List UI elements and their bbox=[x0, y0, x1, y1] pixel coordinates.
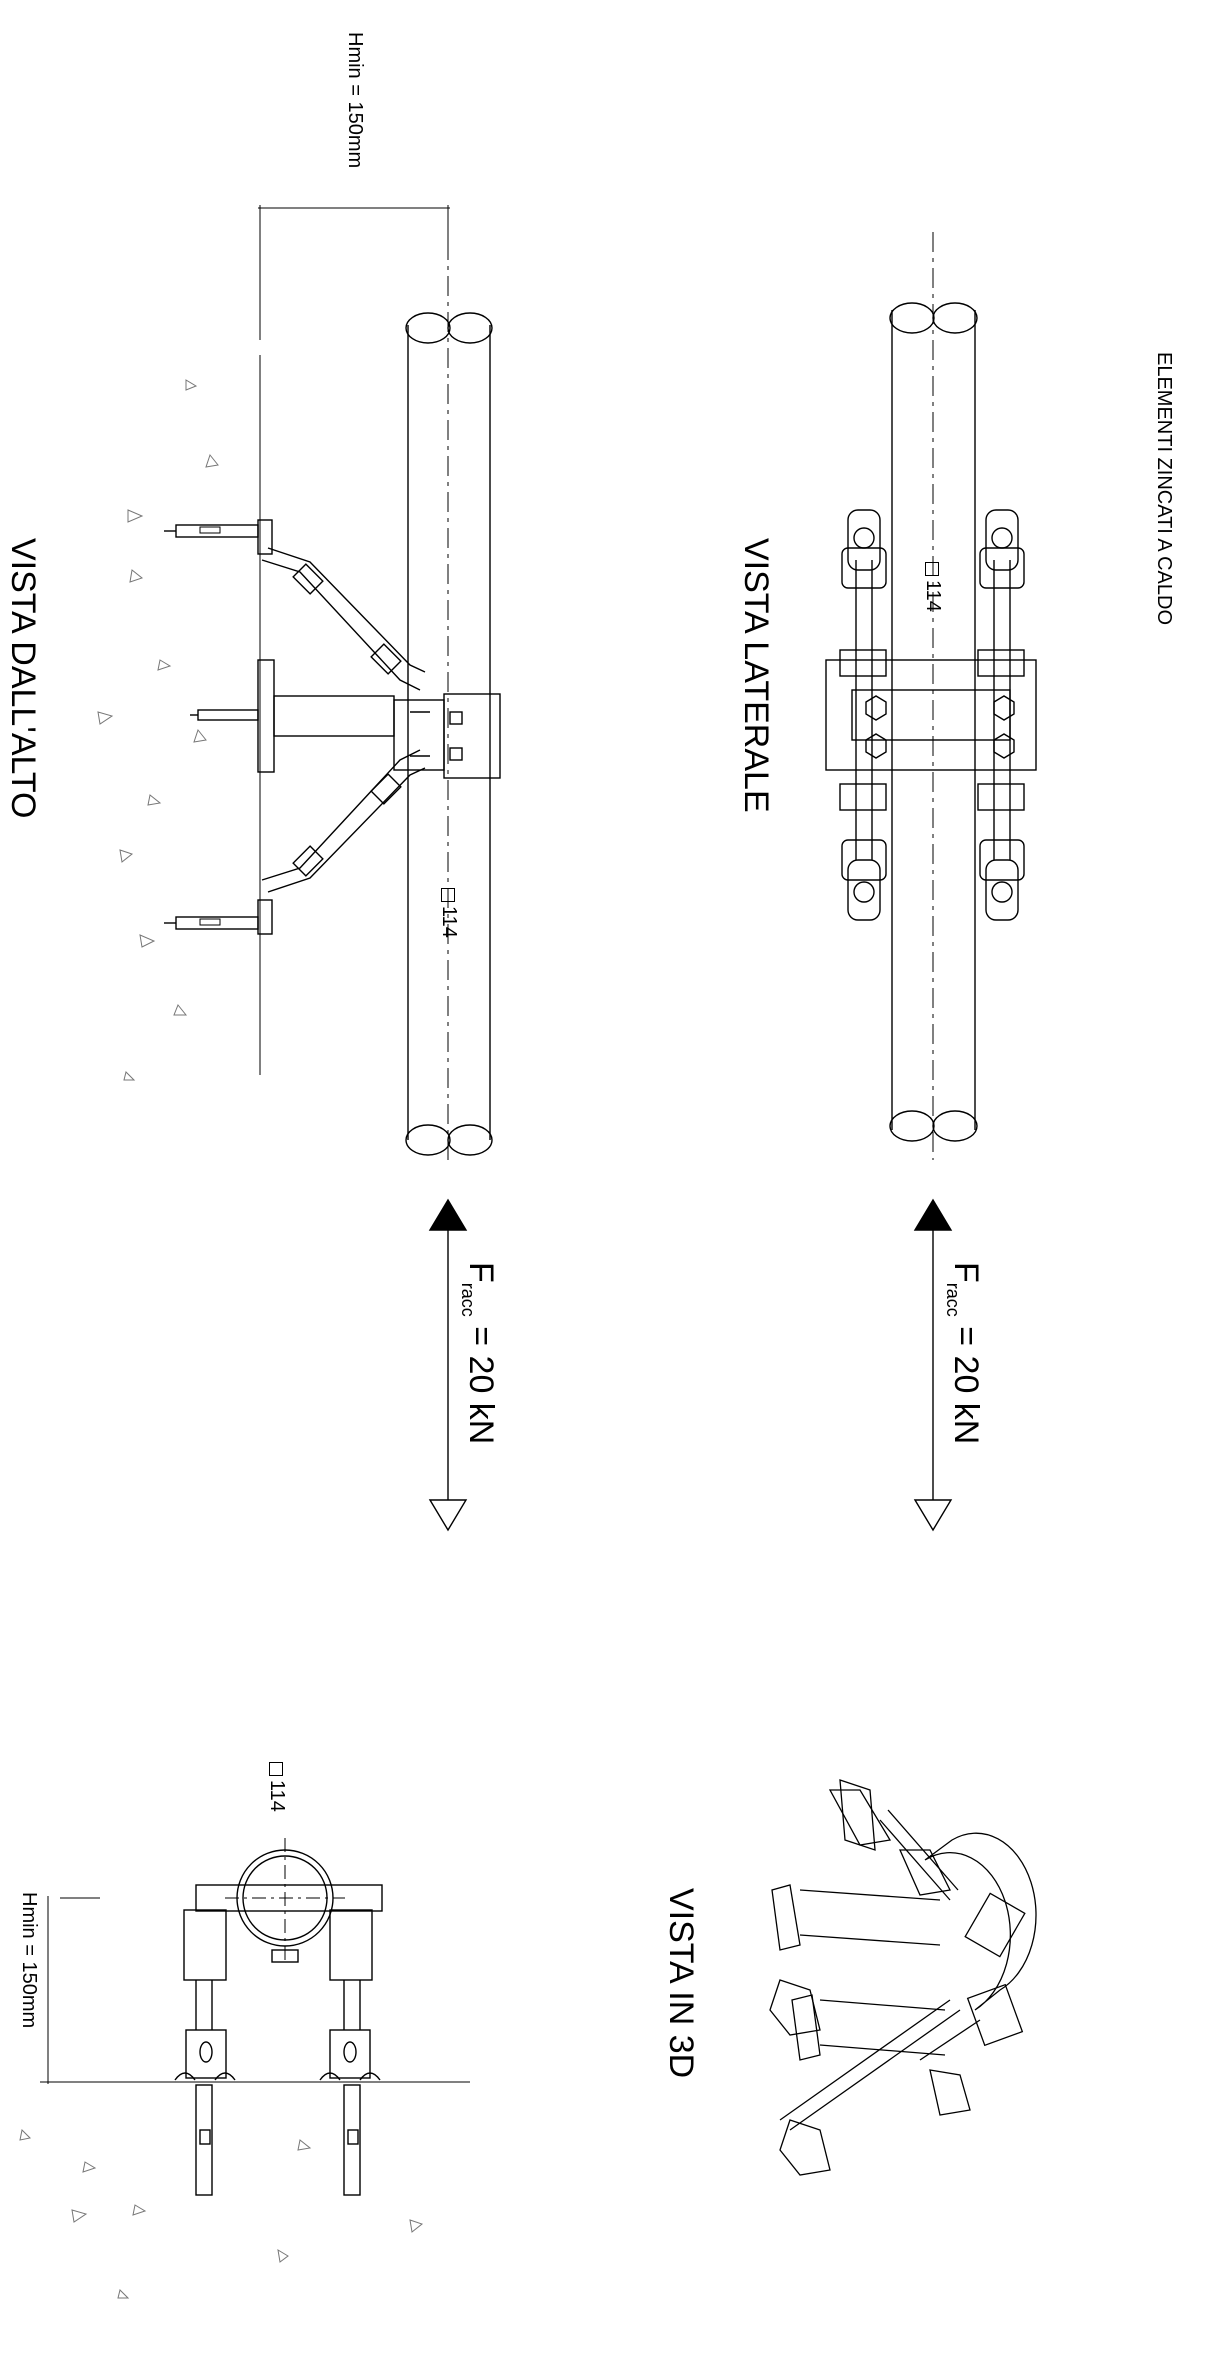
concrete-hatch-section bbox=[19, 2128, 424, 2299]
pipe-dimension-section: 114 bbox=[265, 1762, 288, 1812]
dimension-hmin-top: Hmin = 150mm bbox=[344, 32, 366, 169]
square-section-icon bbox=[925, 562, 940, 576]
view-title-alto: VISTA DALL'ALTO bbox=[4, 538, 42, 819]
force-arrow-side-view bbox=[913, 1198, 953, 1532]
concrete-hatch bbox=[97, 379, 219, 1081]
force-arrow-top-view bbox=[428, 1198, 468, 1532]
side-view-drawing bbox=[825, 232, 1037, 1160]
dimension-hmin-bottom: Hmin = 150mm bbox=[18, 1892, 40, 2029]
square-section-icon bbox=[441, 888, 456, 902]
force-label-side-view: Fracc = 20 kN bbox=[943, 1262, 985, 1445]
view-title-laterale: VISTA LATERALE bbox=[737, 538, 775, 813]
view-title-3d: VISTA IN 3D bbox=[662, 1888, 700, 2079]
notes-label: ELEMENTI ZINCATI A CALDO bbox=[1153, 352, 1175, 626]
force-label-top-view: Fracc = 20 kN bbox=[458, 1262, 500, 1445]
3d-view-drawing bbox=[769, 1779, 1037, 2176]
top-view-drawing bbox=[97, 205, 501, 1165]
section-view-drawing bbox=[19, 1838, 470, 2299]
square-section-icon bbox=[269, 1762, 284, 1776]
pipe-dimension-side-view: 114 bbox=[921, 562, 944, 612]
pipe-dimension-top-view: 114 bbox=[437, 888, 460, 938]
